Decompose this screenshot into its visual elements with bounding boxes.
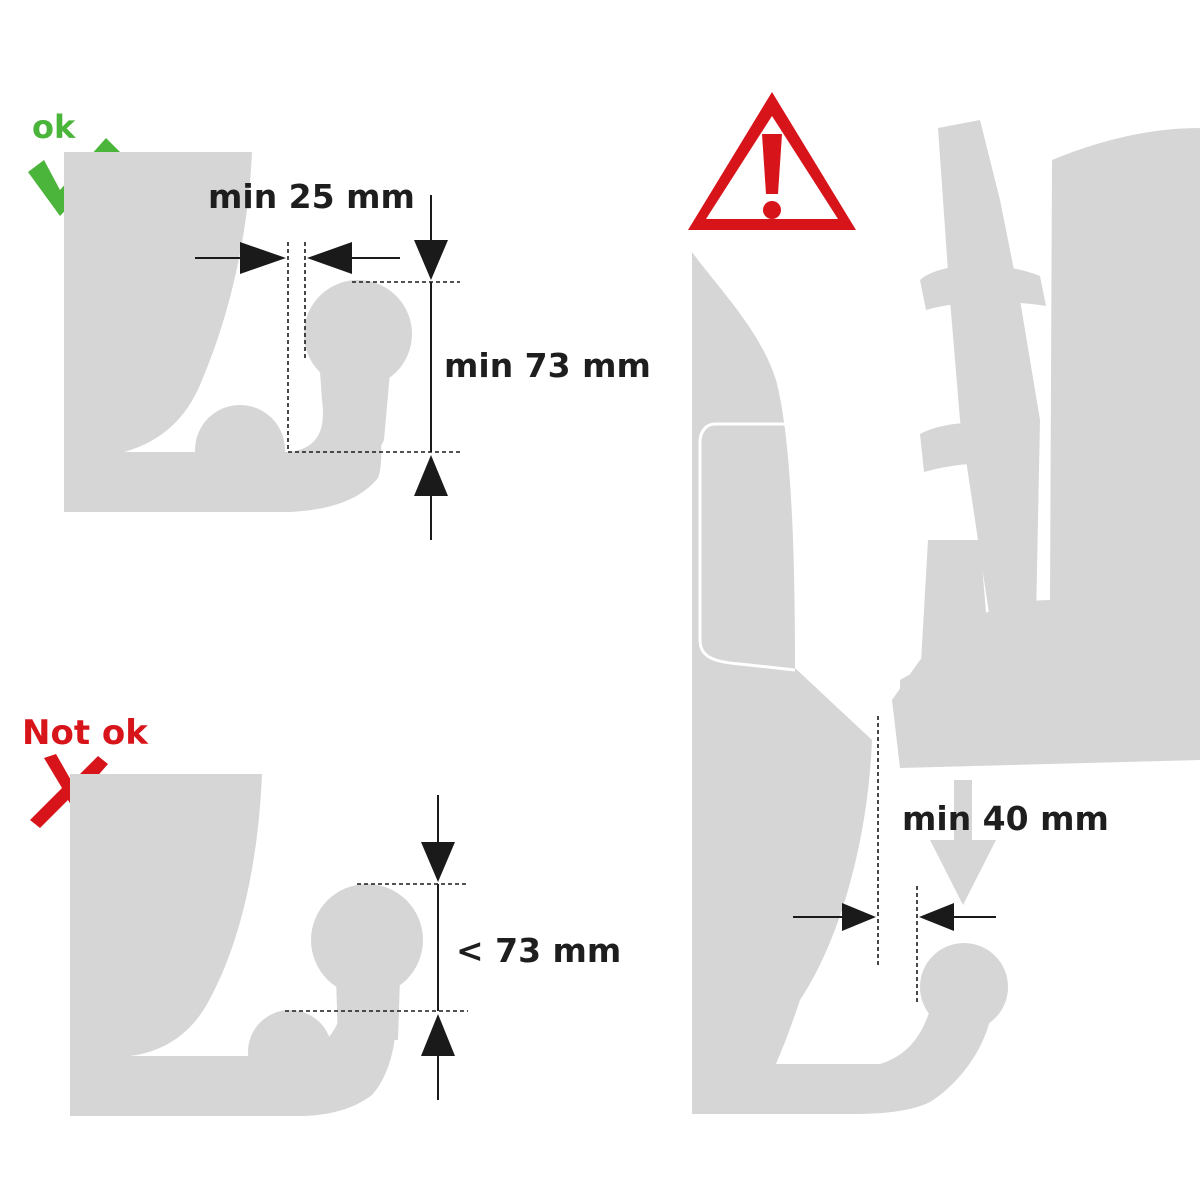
dimension-label-min-73: min 73 mm: [444, 346, 651, 385]
tow-ball-warning: [920, 943, 1008, 1031]
dimension-label-less-73: < 73 mm: [456, 931, 621, 970]
ok-label: ok: [32, 108, 76, 146]
tow-ball-not-ok: [311, 884, 423, 996]
hook-neck-ok: [290, 372, 390, 482]
car-rear-silhouette: [692, 252, 990, 1114]
bumper-silhouette-not-ok: [70, 774, 396, 1116]
dimension-40mm: min 40 mm: [793, 716, 1109, 1005]
tow-ball-ok: [304, 280, 412, 388]
dimension-25mm: min 25 mm: [195, 177, 415, 452]
not-ok-label: Not ok: [22, 713, 149, 753]
dimension-label-min-40: min 40 mm: [902, 799, 1109, 838]
panel-warning: min 40 mm: [688, 92, 1200, 1114]
hook-neck-warning: [880, 1010, 960, 1067]
cross-mark-icon: [30, 754, 108, 828]
bike-carrier-silhouette: [892, 120, 1200, 905]
panel-not-ok: Not ok < 73 mm: [22, 713, 621, 1116]
dimension-less-73mm: < 73 mm: [285, 795, 621, 1100]
license-plate-outline: [698, 422, 796, 672]
warning-triangle-icon: [688, 92, 856, 230]
hook-neck-not-ok: [336, 978, 400, 1040]
lower-bump-not-ok: [248, 1010, 332, 1094]
lower-bump-ok: [195, 405, 285, 495]
bumper-silhouette-ok: [64, 152, 382, 512]
dimension-73mm: min 73 mm: [288, 195, 651, 540]
dimension-label-min-25: min 25 mm: [208, 177, 415, 216]
panel-ok: ok min 25 mm min 73 mm: [28, 108, 651, 540]
